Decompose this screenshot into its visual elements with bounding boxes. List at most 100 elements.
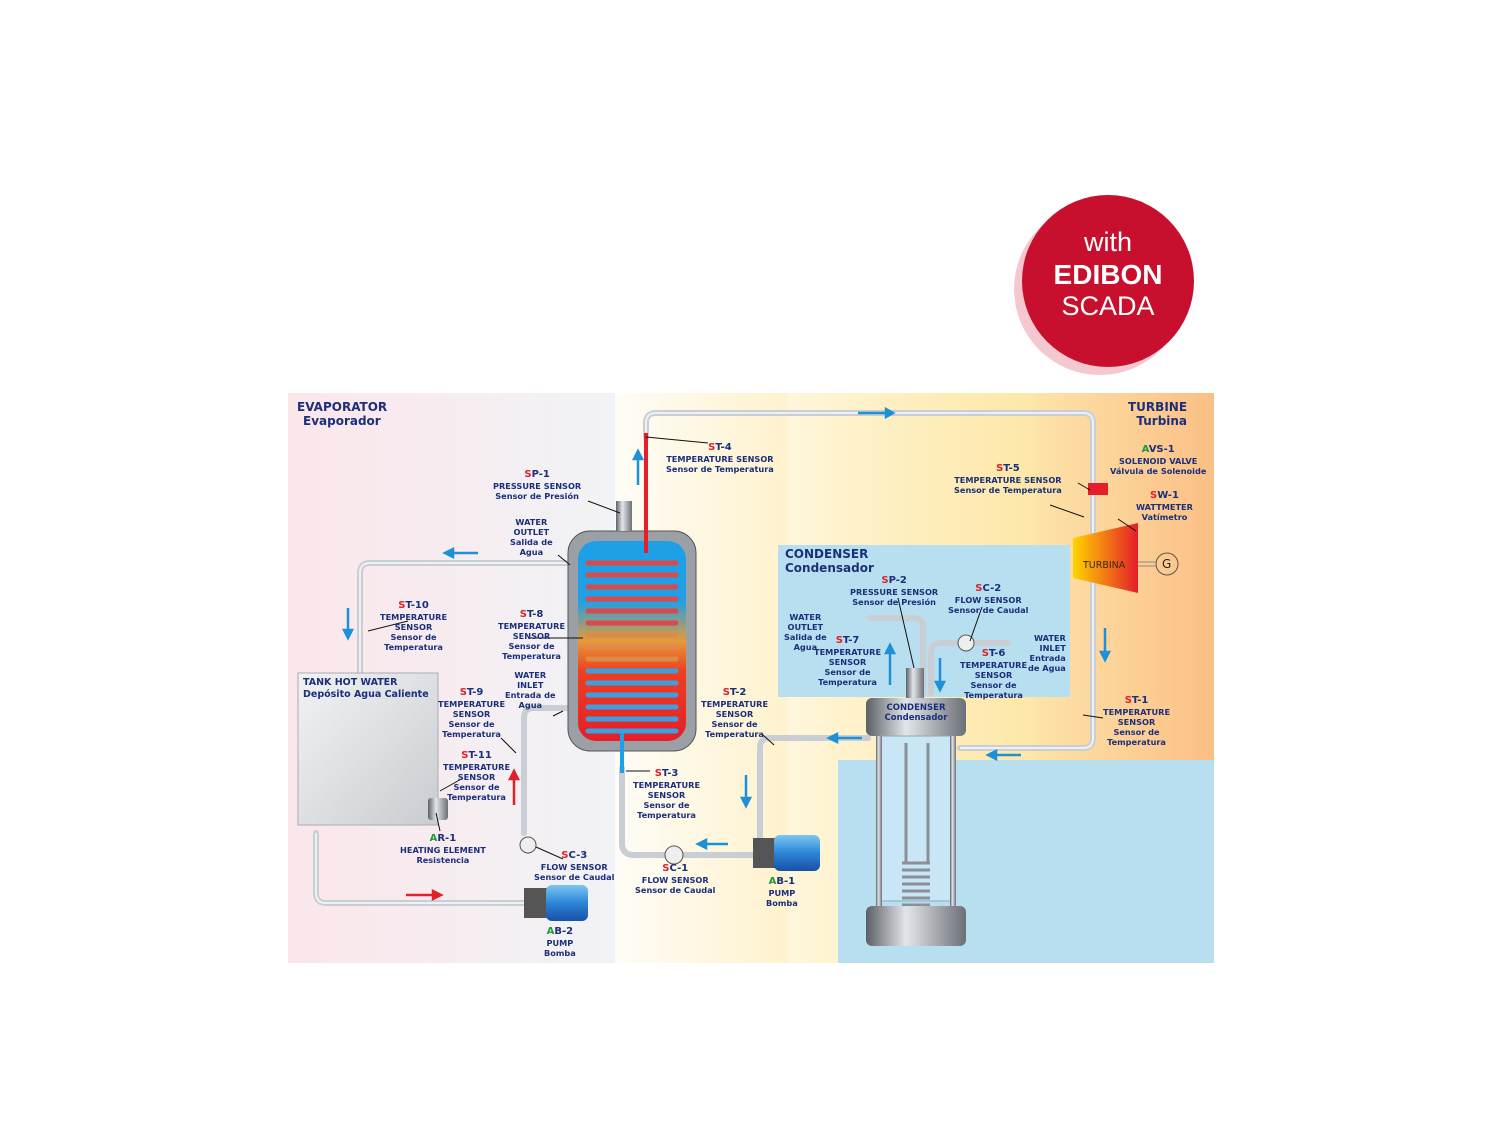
label-es: Bomba [766,898,798,908]
label-en: TEMPERATURE [498,621,566,631]
label-es: Temperatura [964,690,1023,700]
turbine-subtitle: Turbina [1136,414,1188,428]
badge-line-scada: SCADA [1061,291,1155,321]
label-es: Entrada [1029,653,1066,663]
tank-hot-water-title: TANK HOT WATER Depósito Agua Caliente [303,677,429,701]
label-es: Sensor de [1113,727,1160,737]
label-code: B-2 [554,926,574,937]
flow-sensor-sc3 [519,836,537,854]
label-prefix: S [662,863,670,874]
label-en: TEMPERATURE SENSOR [954,475,1062,485]
label-es: Sensor de [970,680,1017,690]
label-code: T-10 [405,600,429,611]
label-en: PRESSURE SENSOR [850,587,939,597]
process-diagram: EVAPORATOR Evaporador TURBINE Turbina CO… [288,393,1214,963]
heating-element [428,798,448,820]
label-es: Agua [519,547,544,557]
condenser-vessel [866,668,966,946]
label-code: T-7 [842,635,860,646]
flow-arrows [341,406,1112,902]
label-water-inlet-condenser: WATER INLET Entrada de Agua [1028,633,1066,673]
label-en: SENSOR [715,709,754,719]
turbine-block [1073,523,1138,593]
tank-title: TANK HOT WATER [303,677,398,688]
label-en: SENSOR [457,772,496,782]
label-es: Agua [518,700,543,710]
label-st7: ST-7 TEMPERATURE SENSOR Sensor de Temper… [814,635,881,687]
label-en: OUTLET [513,527,550,537]
label-sp1: SP-1 PRESSURE SENSOR Sensor de Presión [493,469,581,501]
label-en: TEMPERATURE [960,660,1028,670]
label-code: T-1 [1131,695,1149,706]
label-prefix: A [546,926,555,937]
label-en: SENSOR [828,657,867,667]
diagram-graphics [288,393,1214,963]
pump-ab2 [524,885,588,921]
label-en: WATER [515,517,548,527]
label-es: Salida de [510,537,553,547]
label-es: Temperatura [384,642,443,652]
label-en: SENSOR [512,631,551,641]
condenser-vessel-subtitle: Condensador [884,713,948,723]
label-code: T-3 [661,768,679,779]
label-sc1: SC-1 FLOW SENSOR Sensor de Caudal [635,863,715,895]
tank-hot-water [297,672,439,826]
label-sc3: SC-3 FLOW SENSOR Sensor de Caudal [534,850,614,882]
label-code: P-1 [531,469,550,480]
label-ar1: AR-1 HEATING ELEMENT Resistencia [400,833,486,865]
label-st1: ST-1 TEMPERATURE SENSOR Sensor de Temper… [1103,695,1170,747]
label-es: Salida de [784,632,827,642]
label-en: WATER [789,612,822,622]
label-ab2: AB-2 PUMP Bomba [544,926,576,958]
label-prefix: S [708,442,716,453]
label-code: T-9 [466,687,484,698]
label-prefix: S [561,850,569,861]
evaporator-vessel [567,433,697,773]
label-en: SENSOR [974,670,1013,680]
label-es: Temperatura [1107,737,1166,747]
label-st3: ST-3 TEMPERATURE SENSOR Sensor de Temper… [633,768,700,820]
label-es: Sensor de [711,719,758,729]
badge-line-with: with [1083,227,1132,257]
label-en: PUMP [546,938,574,948]
badge-line-edibon: EDIBON [1053,259,1163,290]
label-es: Vatímetro [1141,512,1188,522]
label-code: C-2 [982,583,1002,594]
label-st5: ST-5 TEMPERATURE SENSOR Sensor de Temper… [954,463,1062,495]
label-en: INLET [1039,643,1066,653]
label-es: Válvula de Solenoide [1110,466,1207,476]
label-prefix: S [722,687,730,698]
label-code: T-6 [988,648,1006,659]
label-prefix: S [524,469,532,480]
turbine-section-title: TURBINE Turbina [1128,400,1187,428]
label-en: FLOW SENSOR [540,862,608,872]
label-code: VS-1 [1148,444,1175,455]
label-water-outlet-condenser: WATER OUTLET Salida de Agua [784,612,827,652]
label-en: OUTLET [787,622,824,632]
label-prefix: A [429,833,438,844]
label-es: Temperatura [637,810,696,820]
pump-ab1 [753,835,820,871]
evaporator-title: EVAPORATOR [297,400,388,414]
label-code: P-2 [888,575,907,586]
label-es: Sensor de Caudal [534,872,615,882]
label-es: Entrada de [505,690,556,700]
label-prefix: S [835,635,843,646]
label-en: FLOW SENSOR [641,875,709,885]
label-en: TEMPERATURE SENSOR [666,454,774,464]
label-en: TEMPERATURE [701,699,769,709]
label-ab1: AB-1 PUMP Bomba [766,876,798,908]
label-en: FLOW SENSOR [954,595,1022,605]
label-es: Temperatura [705,729,764,739]
label-prefix: A [1141,444,1149,455]
label-es: Temperatura [818,677,877,687]
label-sc2: SC-2 FLOW SENSOR Sensor de Caudal [948,583,1028,615]
sp1-sensor [616,501,632,531]
label-en: TEMPERATURE [438,699,506,709]
label-en: TEMPERATURE [633,780,701,790]
label-es: Agua [793,642,818,652]
label-st9: ST-9 TEMPERATURE SENSOR Sensor de Temper… [438,687,505,739]
label-code: C-3 [568,850,588,861]
label-en: SENSOR [1117,717,1156,727]
label-es: Sensor de [390,632,437,642]
